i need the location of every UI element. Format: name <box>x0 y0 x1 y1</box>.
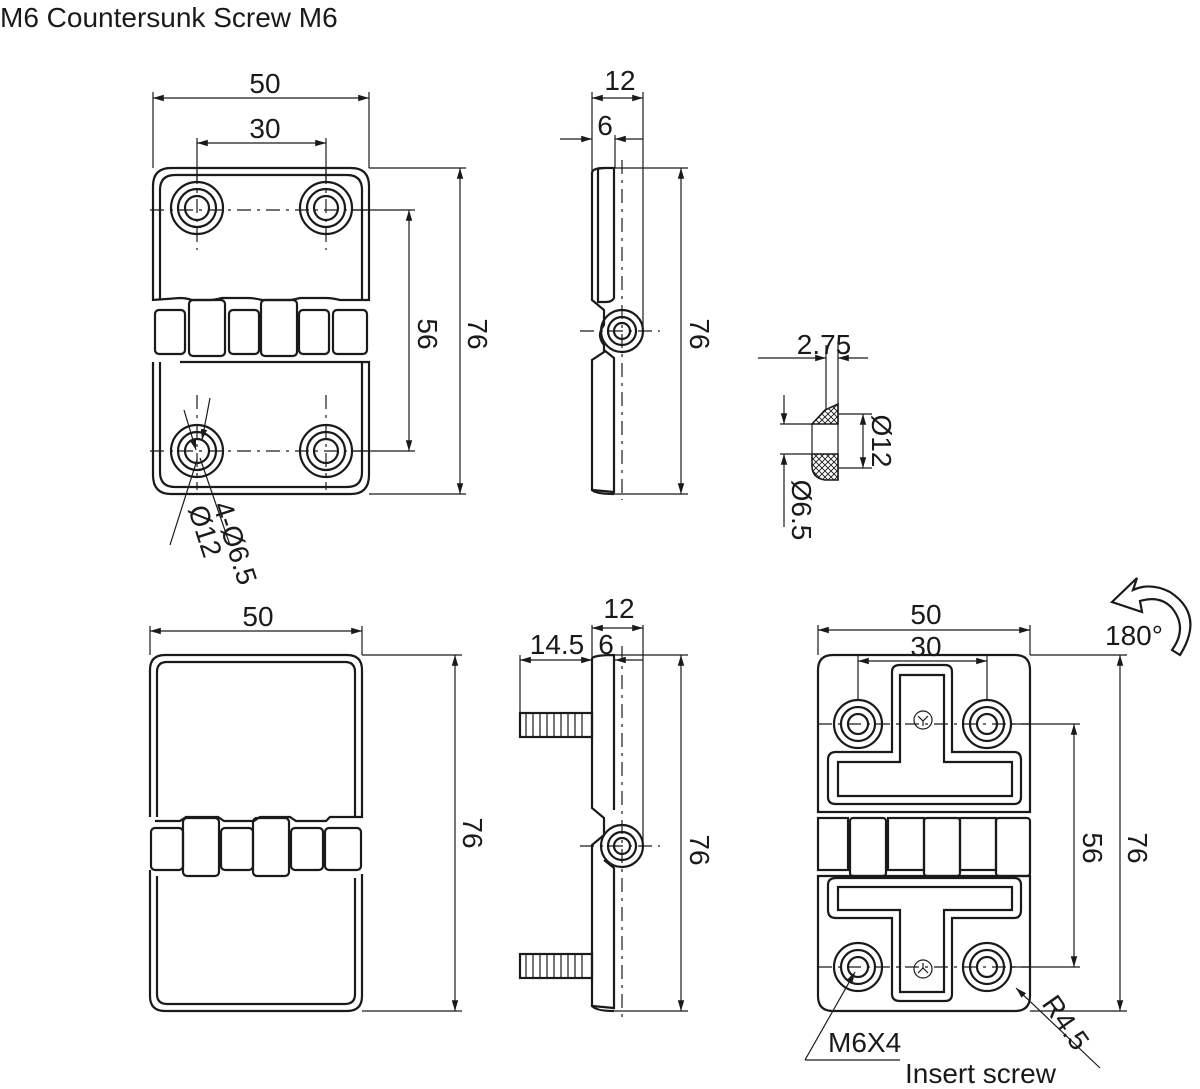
back-hole-spacing-dim: 30 <box>910 631 941 662</box>
side-view-top: 12 6 76 <box>560 65 715 500</box>
rotation-arrow-icon <box>1109 577 1192 657</box>
insert-screw-caption: Insert screw <box>905 1058 1057 1089</box>
front-top-height-dim: 76 <box>462 318 493 349</box>
side-top-thickness-dim: 12 <box>604 65 635 96</box>
front-bottom-height-dim: 76 <box>457 817 488 848</box>
front-top-hole-spacing-dim: 30 <box>249 113 280 144</box>
side-bottom-thickness-dim: 12 <box>603 593 634 624</box>
side-bottom-height-dim: 76 <box>684 834 715 865</box>
insert-screw-label: M6X4 <box>828 1027 901 1058</box>
hole-detail-view: 2.75 Ø12 Ø6.5 <box>758 329 897 540</box>
front-top-vertical-spacing-dim: 56 <box>412 318 443 349</box>
screw-top <box>518 711 594 739</box>
screw-bottom <box>518 952 594 980</box>
back-view-bottom: 50 30 56 76 R4.5 M6X4 Insert screw 180° <box>804 577 1192 1089</box>
front-view-bottom: 50 76 <box>148 601 488 1013</box>
side-bottom-half-thickness-dim: 6 <box>598 629 614 660</box>
front-top-width-dim: 50 <box>249 68 280 99</box>
detail-inner-dia-dim: Ø6.5 <box>786 480 817 541</box>
rotation-label: 180° <box>1105 620 1163 651</box>
side-bottom-screw-length-dim: 14.5 <box>530 629 585 660</box>
back-width-dim: 50 <box>910 599 941 630</box>
drawing-title: M6 Countersunk Screw M6 <box>0 2 338 33</box>
front-view-top: 50 30 56 76 Ø12 4-Ø6.5 <box>150 68 493 589</box>
back-vertical-spacing-dim: 56 <box>1077 832 1108 863</box>
side-top-height-dim: 76 <box>684 318 715 349</box>
front-bottom-width-dim: 50 <box>242 601 273 632</box>
side-view-bottom: 12 14.5 6 76 <box>518 593 715 1020</box>
side-top-half-thickness-dim: 6 <box>597 110 613 141</box>
back-corner-radius-dim: R4.5 <box>1036 989 1095 1055</box>
detail-outer-dia-dim: Ø12 <box>866 415 897 468</box>
detail-depth-dim: 2.75 <box>797 329 852 360</box>
back-height-dim: 76 <box>1122 832 1153 863</box>
